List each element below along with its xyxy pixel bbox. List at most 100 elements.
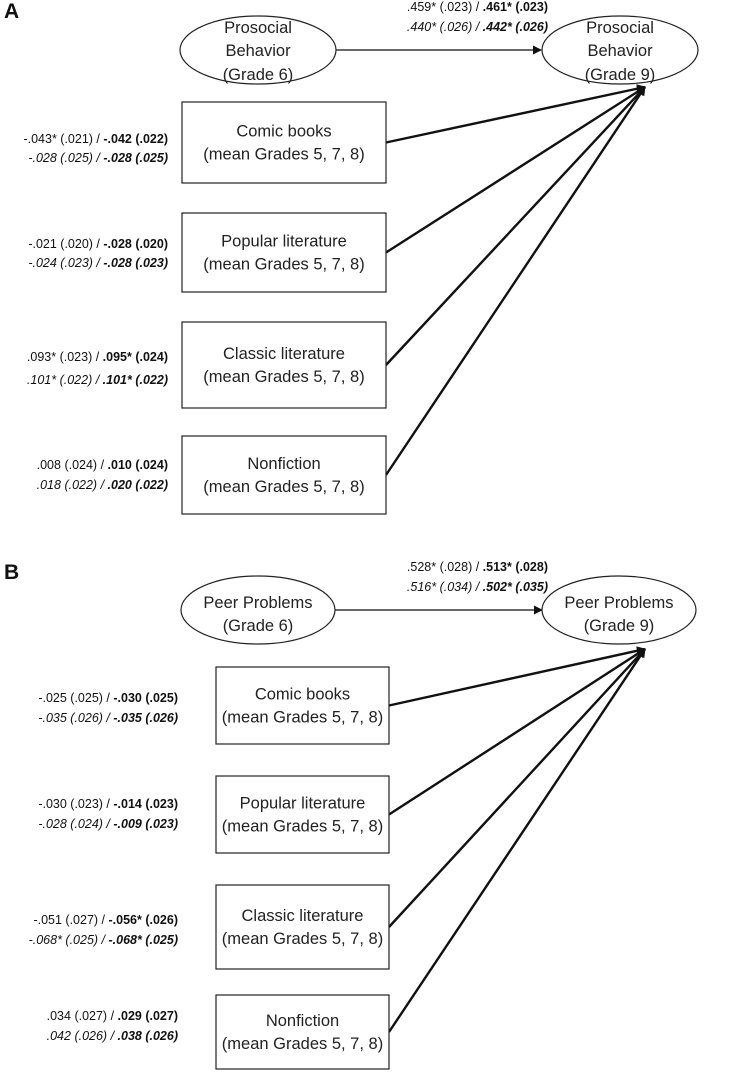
predictor-label: Comic books (236, 123, 331, 141)
coefficient-part: .029 (118, 1009, 142, 1023)
coefficient-part: (.022) (132, 478, 168, 492)
outcome-post-node: Peer Problems (Grade 9) (541, 575, 697, 645)
predictor-box (215, 994, 390, 1070)
coefficient-part: .513* (483, 560, 512, 574)
coefficient-part: .440* (407, 20, 437, 34)
predictor-node: Popular literature(mean Grades 5, 7, 8) (215, 775, 390, 854)
coefficient-row: .516* (.034) / .502* (.035) (407, 580, 548, 594)
path-arrow (388, 648, 646, 928)
predictor-sublabel: (mean Grades 5, 7, 8) (203, 368, 364, 386)
coefficient-part: .008 (37, 458, 61, 472)
coefficient-part: (.024) (132, 350, 168, 364)
coefficient-row: -.043* (.021) / -.042 (.022) (23, 132, 168, 146)
coefficient-row: -.021 (.020) / -.028 (.020) (28, 237, 168, 251)
coefficient-part: (.034) / (436, 580, 483, 594)
coefficient-part: (.026) (512, 20, 548, 34)
coefficient-part: (.023) (132, 256, 168, 270)
coefficient-part: (.022) / (61, 478, 108, 492)
coefficient-part: (.022) (132, 373, 168, 387)
outcome-pre-label: Prosocial (224, 19, 292, 37)
predictor-node: Comic books(mean Grades 5, 7, 8) (215, 666, 390, 745)
predictor-box (215, 775, 390, 854)
coefficient-part: (.026) / (71, 1029, 118, 1043)
coefficient-part: .034 (47, 1009, 71, 1023)
predictor-box (181, 435, 387, 515)
coefficient-part: .038 (118, 1029, 142, 1043)
outcome-post-label: Behavior (587, 42, 653, 60)
predictor-node: Classic literature(mean Grades 5, 7, 8) (215, 884, 390, 970)
coefficient-part: (.026) / (436, 20, 483, 34)
coefficient-part: -.051 (33, 913, 62, 927)
coefficient-part: (.035) (512, 580, 548, 594)
path-arrow (388, 648, 646, 1033)
coefficient-part: (.024) / (67, 817, 114, 831)
coefficient-part: (.028) (512, 560, 548, 574)
coefficient-part: .042 (47, 1029, 71, 1043)
predictor-box (181, 212, 387, 293)
coefficient-part: .020 (108, 478, 132, 492)
coefficient-row: -.028 (.024) / -.009 (.023) (38, 817, 178, 831)
coefficient-row: .528* (.028) / .513* (.028) (407, 560, 548, 574)
coefficient-part: .461* (483, 0, 512, 14)
predictor-sublabel: (mean Grades 5, 7, 8) (222, 1035, 383, 1053)
coefficient-part: .442* (483, 20, 513, 34)
predictor-sublabel: (mean Grades 5, 7, 8) (222, 709, 383, 727)
outcome-post-label: Prosocial (586, 19, 654, 37)
coefficient-part: (.022) (132, 132, 168, 146)
outcome-pre-label: (Grade 6) (223, 66, 294, 84)
coefficient-part: .502* (483, 580, 513, 594)
path-arrow (388, 647, 646, 816)
outcome-post-ellipse (541, 575, 697, 645)
coefficient-part: -.024 (28, 256, 57, 270)
predictor-sublabel: (mean Grades 5, 7, 8) (222, 818, 383, 836)
coefficient-part: (.026) (142, 711, 178, 725)
coefficient-part: .018 (37, 478, 61, 492)
coefficient-part: (.026) (142, 913, 178, 927)
coefficient-part: .101* (103, 373, 133, 387)
predictor-node: Nonfiction(mean Grades 5, 7, 8) (215, 994, 390, 1070)
outcome-post-label: Peer Problems (564, 594, 673, 612)
outcome-pre-ellipse (179, 15, 337, 85)
coefficient-part: (.025) / (62, 933, 109, 947)
coefficient-part: -.030 (113, 691, 142, 705)
predictor-node: Classic literature(mean Grades 5, 7, 8) (181, 321, 387, 409)
coefficient-part: (.023) (512, 0, 548, 14)
coefficient-part: (.024) / (61, 458, 108, 472)
predictor-node: Comic books(mean Grades 5, 7, 8) (181, 101, 387, 184)
coefficient-part: (.021) / (57, 132, 104, 146)
coefficient-row: .101* (.022) / .101* (.022) (27, 373, 168, 387)
outcome-pre-label: (Grade 6) (223, 617, 294, 635)
outcome-post-label: (Grade 9) (584, 617, 655, 635)
coefficient-part: (.027) / (71, 1009, 118, 1023)
coefficient-row: .008 (.024) / .010 (.024) (37, 458, 168, 472)
coefficient-part: -.056* (109, 913, 142, 927)
coefficient-part: (.023) / (67, 797, 114, 811)
coefficient-part: -.028 (103, 256, 132, 270)
panel-letter: A (4, 0, 19, 23)
predictor-box (215, 666, 390, 745)
coefficient-part: (.022) / (56, 373, 103, 387)
coefficient-part: (.020) / (57, 237, 104, 251)
coefficient-part: (.025) (142, 691, 178, 705)
outcome-pre-label: Behavior (225, 42, 291, 60)
outcome-post-ellipse (541, 15, 699, 85)
predictor-node: Nonfiction(mean Grades 5, 7, 8) (181, 435, 387, 515)
coefficient-part: .528* (407, 560, 436, 574)
coefficient-row: -.051 (.027) / -.056* (.026) (33, 913, 178, 927)
coefficient-part: .101* (27, 373, 57, 387)
outcome-pre-ellipse (180, 575, 336, 645)
predictor-box (181, 101, 387, 184)
panel-letter: B (4, 561, 19, 584)
coefficient-row: .018 (.022) / .020 (.022) (37, 478, 168, 492)
coefficient-part: -.028 (28, 151, 57, 165)
coefficient-part: (.026) (142, 1029, 178, 1043)
coefficient-part: (.023) (142, 817, 178, 831)
coefficient-part: -.014 (113, 797, 142, 811)
coefficient-row: -.035 (.026) / -.035 (.026) (38, 711, 178, 725)
predictor-sublabel: (mean Grades 5, 7, 8) (222, 930, 383, 948)
coefficient-part: .010 (108, 458, 132, 472)
coefficient-row: -.030 (.023) / -.014 (.023) (38, 797, 178, 811)
coefficient-part: -.068* (109, 933, 143, 947)
